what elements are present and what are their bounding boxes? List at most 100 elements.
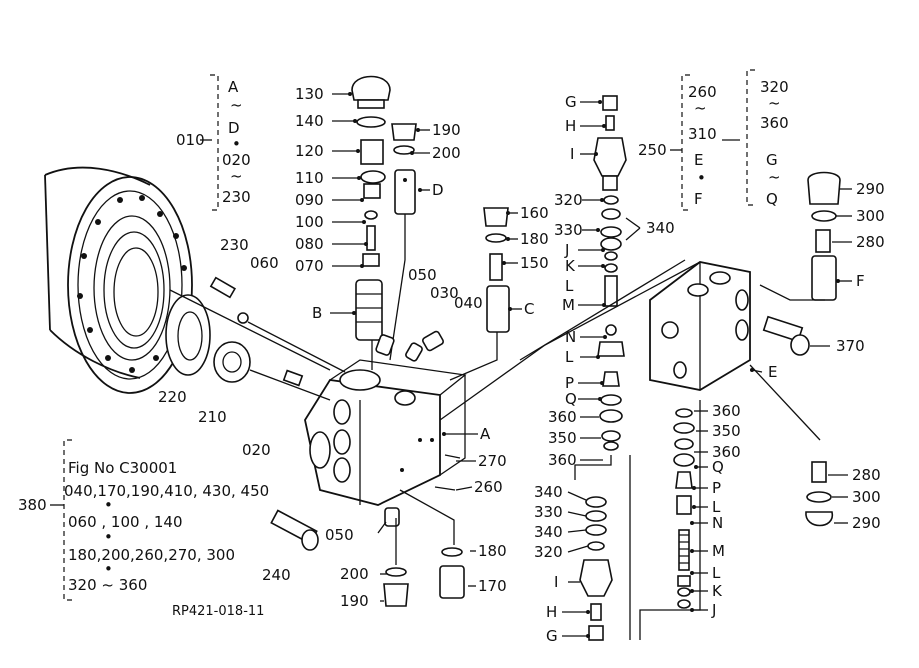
label-360b: 360 xyxy=(548,451,577,469)
column-f-bottom xyxy=(805,461,833,527)
label-H2: H xyxy=(546,603,557,621)
label-Q: Q xyxy=(565,390,577,408)
label-M2: M xyxy=(712,542,725,560)
label-I2: I xyxy=(554,573,558,591)
label-220: 220 xyxy=(158,388,187,406)
label-G2: G xyxy=(546,627,558,645)
label-H: H xyxy=(565,117,576,135)
label-290b: 290 xyxy=(852,514,881,532)
valve-assembly-d xyxy=(389,123,417,361)
block-e xyxy=(649,261,810,391)
label-Q3: Q xyxy=(766,190,778,208)
label-240: 240 xyxy=(262,566,291,584)
label-P: P xyxy=(565,374,574,392)
label-040: 040 xyxy=(454,294,483,312)
label-A: A xyxy=(480,425,491,443)
label-070: 070 xyxy=(295,257,324,275)
tilde-g-q: ~ xyxy=(768,168,781,186)
label-360c: 360 xyxy=(712,402,741,420)
label-290: 290 xyxy=(856,180,885,198)
label-180b: 180 xyxy=(478,542,507,560)
label-120: 120 xyxy=(295,142,324,160)
valve-body xyxy=(304,359,467,506)
label-D: D xyxy=(432,181,444,199)
label-150: 150 xyxy=(520,254,549,272)
oil-seal-part xyxy=(165,294,211,376)
bottom-plugs xyxy=(383,489,465,607)
small-plugs xyxy=(375,330,444,527)
label-270: 270 xyxy=(478,452,507,470)
label-J2: J xyxy=(711,601,716,619)
label-340c: 340 xyxy=(534,523,563,541)
spool-column-right xyxy=(574,95,627,480)
label-F: F xyxy=(856,272,865,290)
label-G3: G xyxy=(766,151,778,169)
fig-title: Fig No C30001 xyxy=(68,459,177,477)
label-N2: N xyxy=(712,514,723,532)
spool-column-bottom xyxy=(579,496,613,641)
label-300: 300 xyxy=(856,207,885,225)
label-250: 250 xyxy=(638,141,667,159)
motor-housing xyxy=(44,166,193,394)
label-140: 140 xyxy=(295,112,324,130)
label-200: 200 xyxy=(432,144,461,162)
spool-stack-b xyxy=(351,75,391,370)
label-330b: 330 xyxy=(534,503,563,521)
label-300b: 300 xyxy=(852,488,881,506)
tilde-020-230: ~ xyxy=(230,167,243,185)
label-K: K xyxy=(565,257,576,275)
label-L2: L xyxy=(565,348,574,366)
label-080: 080 xyxy=(295,235,324,253)
label-Q2: Q xyxy=(712,458,724,476)
tilde-a-d: ~ xyxy=(230,96,243,114)
label-210: 210 xyxy=(198,408,227,426)
label-280: 280 xyxy=(856,233,885,251)
label-020: 020 xyxy=(222,151,251,169)
label-350b: 350 xyxy=(712,422,741,440)
tilde-320-360: ~ xyxy=(768,94,781,112)
label-010: 010 xyxy=(176,131,205,149)
label-110: 110 xyxy=(295,169,324,187)
dot-d-020: • xyxy=(232,135,241,153)
dot-line2: • xyxy=(104,528,113,546)
label-050b: 050 xyxy=(325,526,354,544)
fig-line2: 060 , 100 , 140 xyxy=(68,513,183,531)
label-D2: D xyxy=(228,119,240,137)
label-020b: 020 xyxy=(242,441,271,459)
fig-line4: 320 ~ 360 xyxy=(68,576,147,594)
label-260: 260 xyxy=(474,478,503,496)
label-C: C xyxy=(524,300,534,318)
column-f xyxy=(807,171,841,301)
label-320: 320 xyxy=(554,191,583,209)
label-L3: L xyxy=(712,498,721,516)
label-320c: 320 xyxy=(760,78,789,96)
label-190: 190 xyxy=(432,121,461,139)
dot-line1: • xyxy=(104,496,113,514)
label-M: M xyxy=(562,296,575,314)
tilde-260-310: ~ xyxy=(694,99,707,117)
label-320b: 320 xyxy=(534,543,563,561)
label-360: 360 xyxy=(548,408,577,426)
washer-part xyxy=(237,312,249,324)
label-230: 230 xyxy=(222,188,251,206)
bolt-240 xyxy=(270,509,319,551)
label-030: 030 xyxy=(430,284,459,302)
fig-line3: 180,200,260,270, 300 xyxy=(68,546,235,564)
label-130: 130 xyxy=(295,85,324,103)
label-310: 310 xyxy=(688,125,717,143)
label-160: 160 xyxy=(520,204,549,222)
label-J: J xyxy=(564,241,569,259)
label-360e: 360 xyxy=(760,114,789,132)
dot-e-f: • xyxy=(697,169,706,187)
valve-assembly-c xyxy=(449,207,510,381)
label-060: 060 xyxy=(250,254,279,272)
label-I: I xyxy=(570,145,574,163)
label-340: 340 xyxy=(646,219,675,237)
label-330: 330 xyxy=(554,221,583,239)
label-P2: P xyxy=(712,479,721,497)
label-350: 350 xyxy=(548,429,577,447)
label-100: 100 xyxy=(295,213,324,231)
label-190b: 190 xyxy=(340,592,369,610)
